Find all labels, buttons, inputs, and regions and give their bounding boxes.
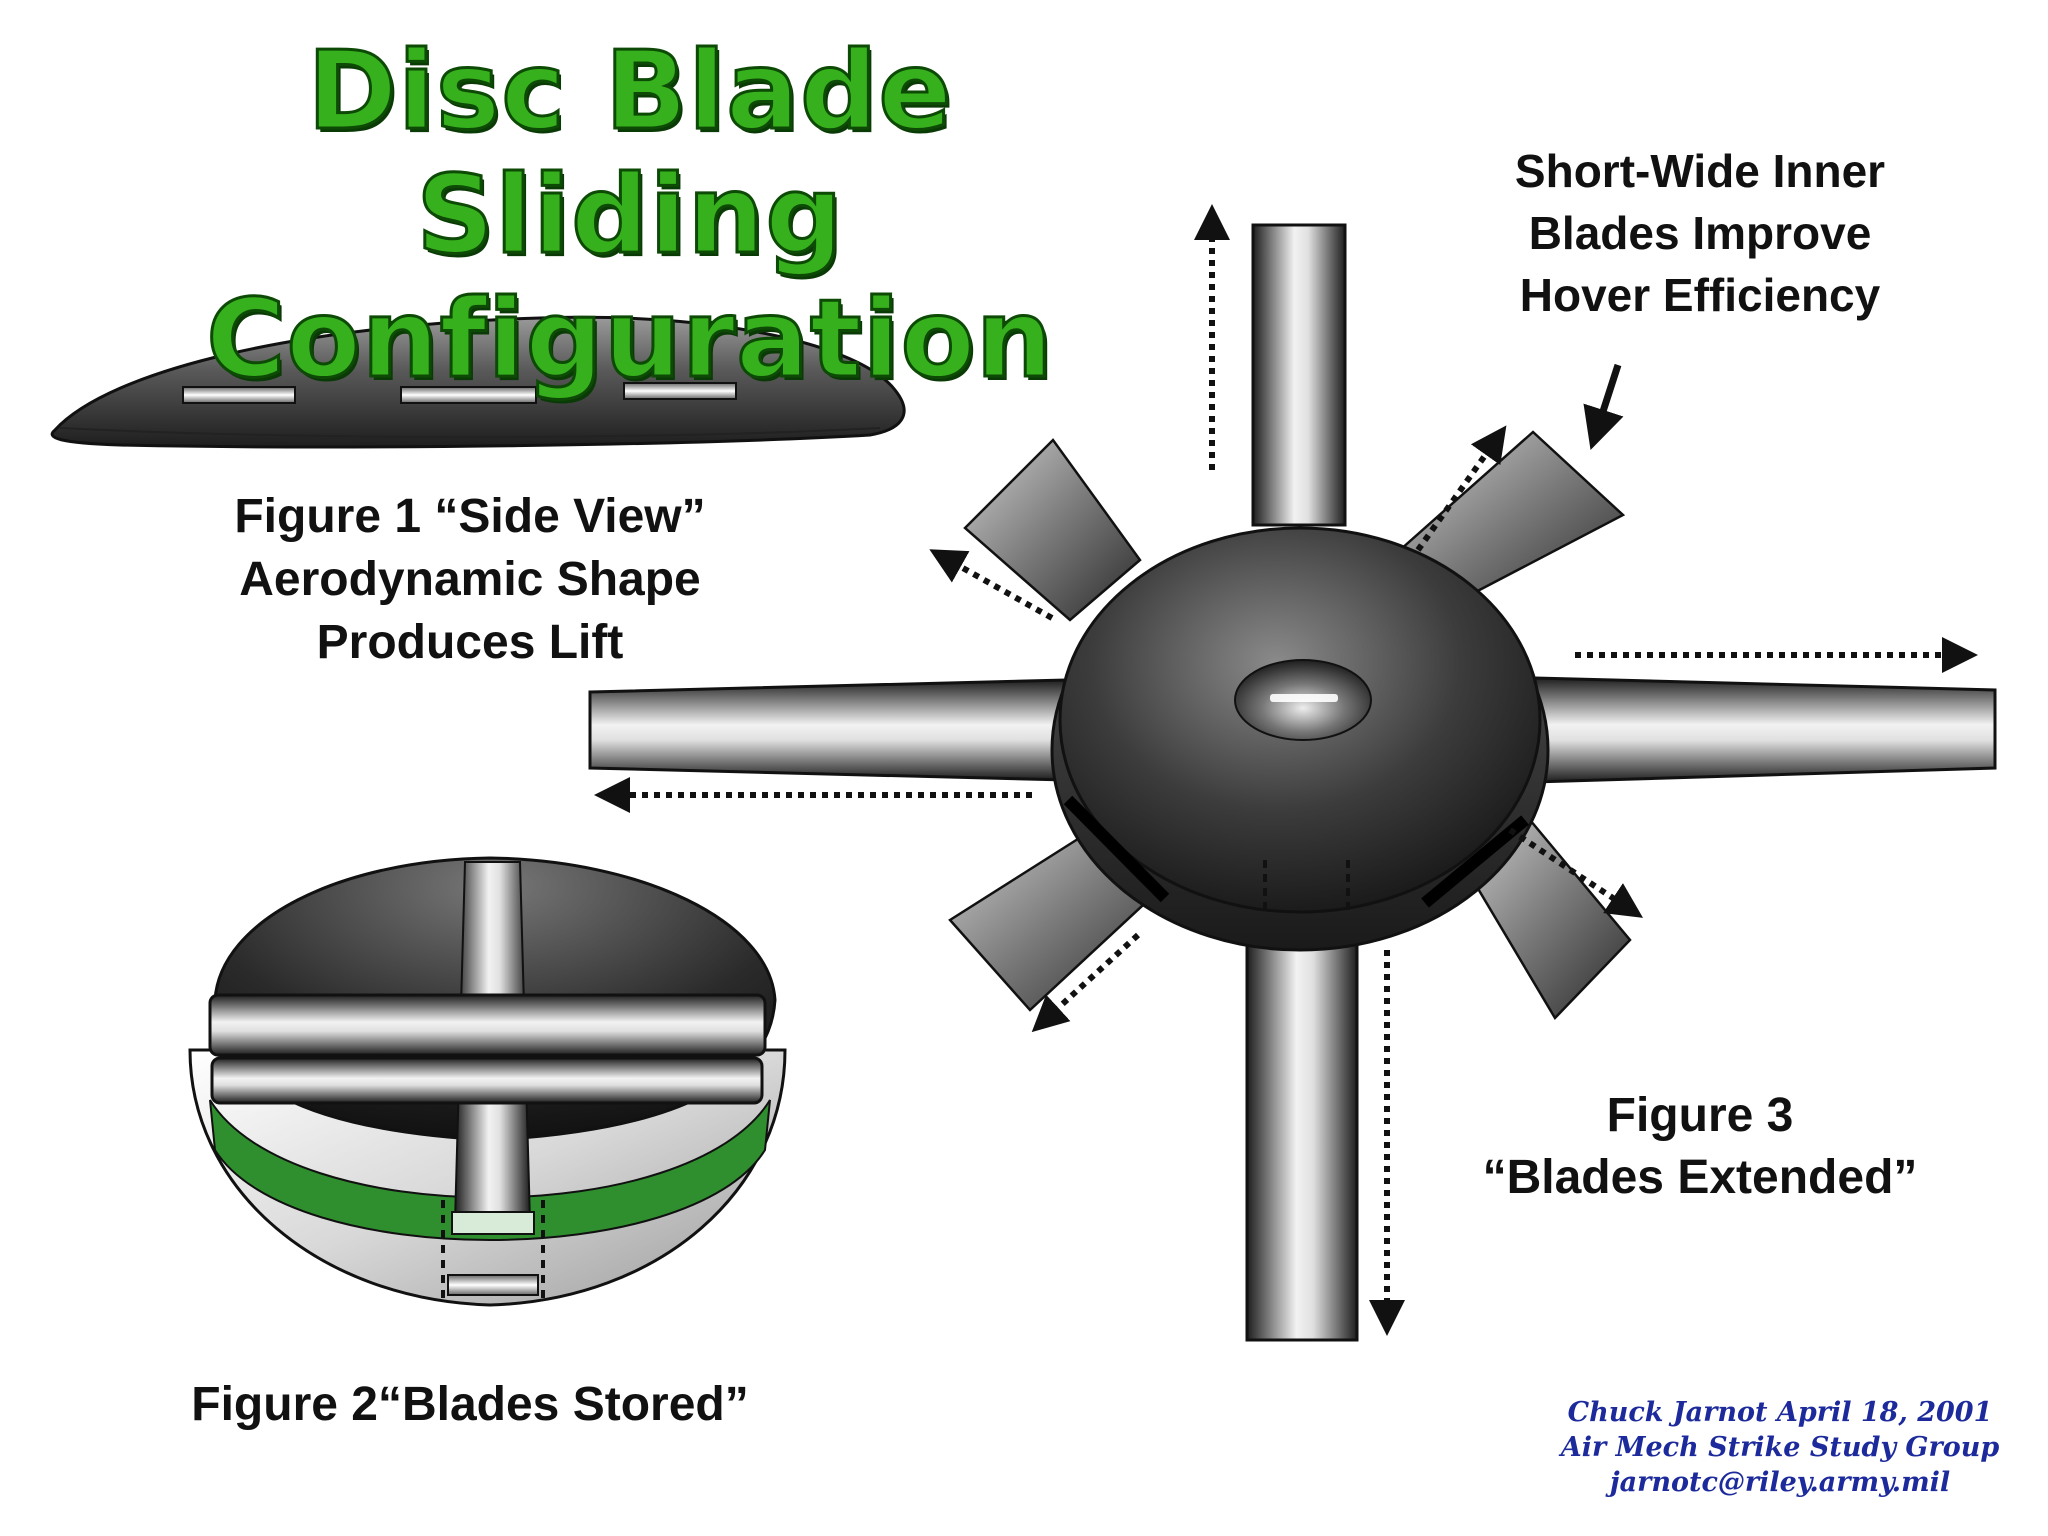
figure1-caption: Figure 1 “Side View” Aerodynamic Shape P… [190,485,750,674]
extension-arrow-upper-right [1415,425,1507,552]
blade-slot [1421,815,1529,908]
caption-line: Produces Lift [316,616,624,669]
caption-line: Aerodynamic Shape [239,553,701,606]
stored-window [447,1274,539,1296]
credit-author: Chuck Jarnot April 18, 2001 [1567,1397,1993,1428]
blade-left [588,678,1067,782]
blades-stored-figure [188,856,787,1307]
caption-line: Figure 3 [1606,1089,1794,1142]
extension-arrow-upper-left [929,549,1054,621]
side-window [182,386,296,404]
blade-right [1533,676,1997,784]
side-view-rim-line [59,427,881,438]
caption-line: “Blades Extended” [1482,1151,1918,1204]
blade-slot [1063,795,1170,903]
stored-horizontal-blade [208,993,767,1057]
hub-window [1270,694,1338,702]
blade-top [1251,223,1347,527]
figure3-caption: Figure 3 “Blades Extended” [1440,1085,1960,1209]
annotation-pointer-arrow [1583,363,1624,450]
annotation-line: Hover Efficiency [1519,269,1881,321]
caption-line: Figure 1 “Side View” [234,490,706,543]
inner-blades-annotation: Short-Wide Inner Blades Improve Hover Ef… [1440,140,1960,326]
stored-window [451,1211,535,1235]
side-window [400,386,537,404]
stored-green-band [209,1099,771,1241]
page-title: Disc Blade Sliding Configuration [80,28,1180,403]
credit-group: Air Mech Strike Study Group [1560,1432,2000,1463]
side-view-figure [50,315,906,449]
annotation-line: Blades Improve [1528,207,1872,259]
title-line: Configuration [205,276,1054,403]
title-line: Disc Blade Sliding [306,28,953,279]
credit-email: jarnotc@riley.army.mil [1609,1467,1951,1498]
extension-arrow-lower-left [1031,932,1141,1033]
figure2-caption: Figure 2“Blades Stored” [191,1378,749,1431]
stored-horizontal-blade [210,1056,764,1105]
annotation-line: Short-Wide Inner [1514,145,1886,197]
blades-extended-figure [588,204,1997,1342]
paddle-blade-upper-left [963,438,1142,622]
side-window [623,382,737,400]
blade-bottom [1245,908,1359,1342]
author-credit: Chuck Jarnot April 18, 2001 Air Mech Str… [1530,1395,2030,1500]
side-view-disc [50,315,906,449]
